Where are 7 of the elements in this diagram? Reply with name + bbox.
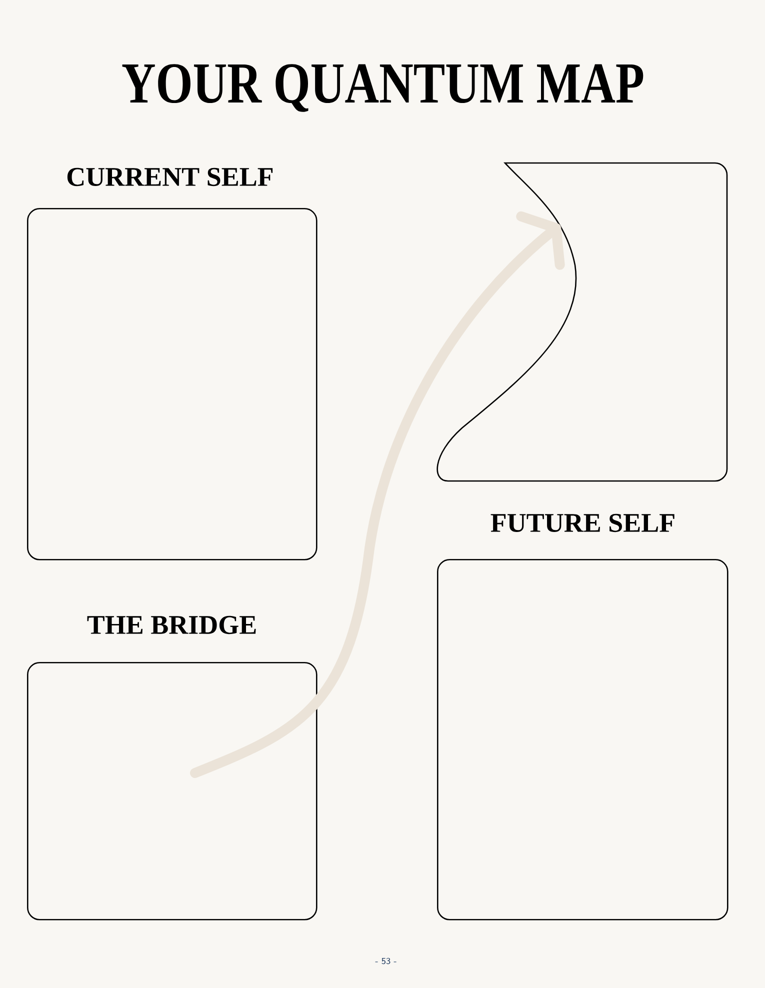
page-number: - 53 - — [375, 958, 396, 964]
title: YOUR QUANTUM MAP — [122, 64, 644, 112]
heading: FUTURE SELF — [490, 514, 674, 532]
wavy-frame — [436, 162, 728, 482]
heading: CURRENT SELF — [67, 168, 273, 186]
curved-arrow — [190, 211, 565, 778]
heading: THE BRIDGE — [87, 616, 256, 634]
